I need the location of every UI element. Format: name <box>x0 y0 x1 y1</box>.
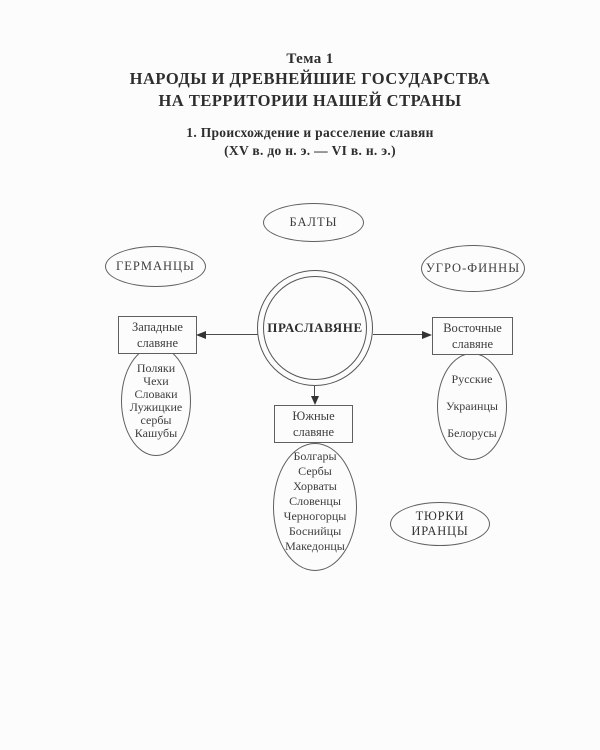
proto-slavs-circle: ПРАСЛАВЯНЕ <box>257 270 373 386</box>
people-name: Боснийцы <box>288 523 342 538</box>
iranians-label: ИРАНЦЫ <box>411 524 469 538</box>
germans-label: ГЕРМАНЦЫ <box>116 259 195 273</box>
proto-slavs-inner-circle: ПРАСЛАВЯНЕ <box>263 276 367 380</box>
proto-slavs-label: ПРАСЛАВЯНЕ <box>267 320 363 335</box>
east-slavs-peoples-ellipse: Русские Украинцы Белорусы <box>437 353 507 460</box>
people-name: Македонцы <box>285 538 345 553</box>
west-slavs-label-line1: Западные <box>132 320 183 334</box>
turks-iranians-ellipse: ТЮРКИ ИРАНЦЫ <box>390 502 490 546</box>
people-name: Кашубы <box>134 426 178 440</box>
section-subtitle-line1: 1. Происхождение и расселение славян <box>186 125 434 140</box>
west-slavs-box: Западные славяне <box>118 316 197 354</box>
people-name: Черногорцы <box>283 508 347 523</box>
south-slavs-box: Южные славяне <box>274 405 353 443</box>
people-name: Чехи <box>143 374 169 388</box>
people-name: Русские <box>451 372 493 386</box>
south-slavs-label-line2: славяне <box>292 425 335 439</box>
arrow-line <box>314 386 316 398</box>
east-slavs-label-line2: славяне <box>451 337 494 351</box>
arrowhead-left-icon <box>196 331 206 339</box>
people-name: Поляки <box>136 361 176 375</box>
ugro-finns-label: УГРО-ФИННЫ <box>425 261 521 275</box>
people-name: Украинцы <box>446 399 498 413</box>
theme-label: Тема 1 <box>286 51 334 67</box>
east-slavs-box: Восточные славяне <box>432 317 513 355</box>
page-title-line1: НАРОДЫ И ДРЕВНЕЙШИЕ ГОСУДАРСТВА <box>129 69 491 88</box>
turks-label: ТЮРКИ <box>415 509 465 523</box>
people-name: сербы <box>140 413 172 427</box>
people-name: Хорваты <box>293 478 337 493</box>
south-slavs-peoples-ellipse: Болгары Сербы Хорваты Словенцы Черногорц… <box>273 443 357 571</box>
arrow-line <box>373 334 425 336</box>
page-title-line2: НА ТЕРРИТОРИИ НАШЕЙ СТРАНЫ <box>158 90 462 110</box>
people-name: Словаки <box>134 387 178 401</box>
section-subtitle-line2: (XV в. до н. э. — VI в. н. э.) <box>224 142 396 158</box>
people-name: Словенцы <box>289 493 341 508</box>
page-header: Тема 1 НАРОДЫ И ДРЕВНЕЙШИЕ ГОСУДАРСТВА Н… <box>10 50 600 159</box>
balts-label: БАЛТЫ <box>289 215 338 229</box>
people-name: Лужицкие <box>129 400 183 414</box>
west-slavs-peoples-ellipse: Поляки Чехи Словаки Лужицкие сербы Кашуб… <box>121 346 191 456</box>
people-name: Сербы <box>298 463 332 478</box>
germans-ellipse: ГЕРМАНЦЫ <box>105 246 206 287</box>
east-slavs-label-line1: Восточные <box>443 321 502 335</box>
people-name: Белорусы <box>447 426 497 440</box>
arrowhead-down-icon <box>311 396 319 405</box>
south-slavs-label-line1: Южные <box>292 409 335 423</box>
arrowhead-right-icon <box>422 331 432 339</box>
people-name: Болгары <box>293 448 337 463</box>
ugro-finns-ellipse: УГРО-ФИННЫ <box>421 245 525 292</box>
arrow-line <box>200 334 258 336</box>
balts-ellipse: БАЛТЫ <box>263 203 364 242</box>
west-slavs-label-line2: славяне <box>136 336 179 350</box>
